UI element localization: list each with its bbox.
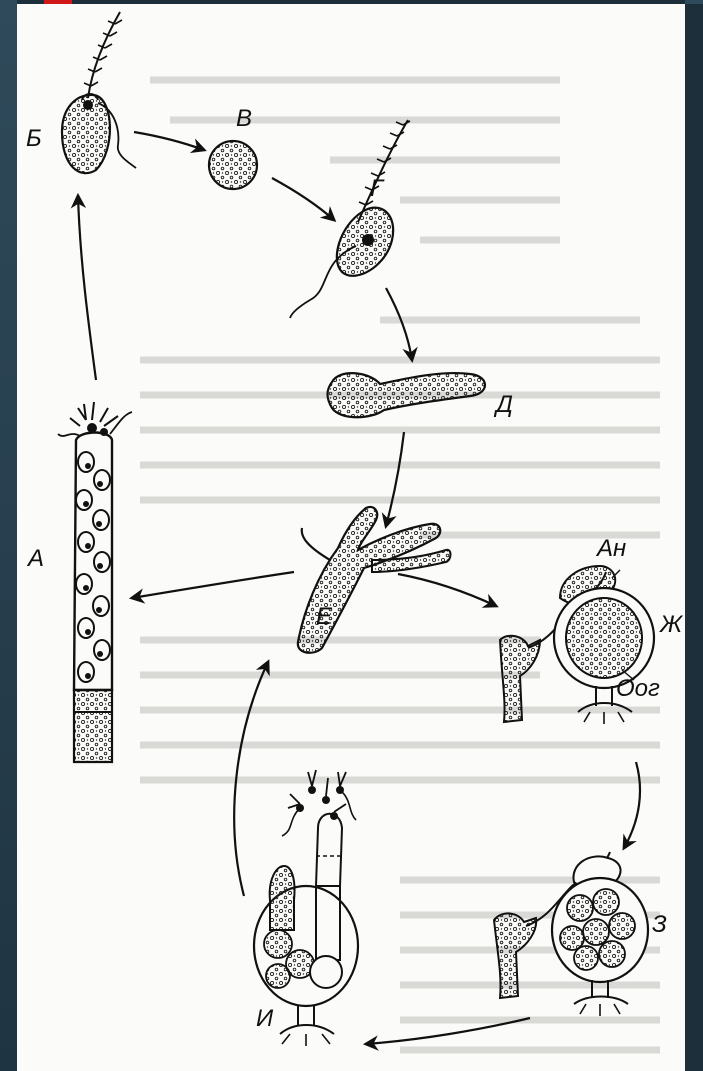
label-stage-b: Б [26,125,42,152]
label-stage-v: В [236,105,252,132]
label-stage-g: Г [370,175,385,202]
label-stage-z: З [652,911,667,938]
stage-g-zoospore [290,120,410,318]
arrow-e-to-a [132,572,294,598]
label-stage-a: А [26,545,44,572]
label-oogonium: Оог [616,675,660,702]
stage-d-germ-tube [328,373,486,417]
arrow-g-to-d [386,288,412,360]
label-stage-zh: Ж [659,611,684,638]
arrow-zh-to-z [624,762,640,848]
stage-a-zoosporangium [58,402,132,762]
label-stage-i: И [256,1005,274,1032]
arrow-a-to-b [78,196,96,380]
arrow-v-to-g [272,178,334,220]
stage-v-cyst [209,141,257,189]
arrow-b-to-v [134,132,204,150]
stage-b-zoospore [62,12,136,173]
label-stage-d: Д [493,391,513,418]
label-antheridium: Ан [595,535,626,562]
arrow-d-to-e [386,432,404,526]
arrow-e-to-zh [398,574,496,606]
label-stage-e: Е [316,603,333,630]
